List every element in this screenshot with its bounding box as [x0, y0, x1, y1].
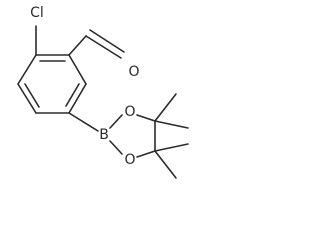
methyl-bond-upper-1: [154, 93, 177, 122]
chemical-structure: Cl O B O O: [17, 4, 189, 179]
bond-c2-cho: [68, 35, 87, 56]
ring-bond-c6-c1: [17, 54, 37, 85]
ring-inner-double-bond-2: [65, 83, 80, 107]
bond-b-o-bottom: [109, 140, 123, 155]
bond-c-o-double-a: [85, 35, 122, 59]
methyl-bond-upper-2: [154, 120, 189, 129]
ring-bond-c2-c3: [68, 54, 87, 85]
dioxaborolane-ring: [109, 114, 156, 158]
ring-inner-double-bond-3: [24, 83, 40, 108]
bond-b-o-top: [109, 114, 123, 129]
ring-bond-c3-c4: [68, 83, 87, 114]
chlorine-label-bg: [28, 4, 46, 22]
bond-c-o-double-b: [89, 29, 125, 53]
aldehyde-oxygen-label: O: [128, 64, 139, 80]
methyl-bond-lower-2: [154, 150, 177, 179]
methyl-bond-lower-1: [154, 143, 189, 152]
ring-bond-c5-c6: [17, 83, 37, 114]
ring-oxygen-bottom-label: O: [124, 152, 135, 168]
methyl-groups: [154, 93, 189, 179]
bond-o-bottom-c: [136, 150, 156, 158]
bond-o-top-c: [136, 114, 156, 122]
aldehyde-oxygen-label-bg: [126, 64, 142, 81]
benzene-ring: [17, 54, 87, 114]
boron-label: B: [99, 127, 109, 143]
chlorine-label: Cl: [30, 5, 44, 21]
ring-oxygen-top-label: O: [124, 104, 135, 120]
bond-c3-b: [68, 112, 99, 132]
